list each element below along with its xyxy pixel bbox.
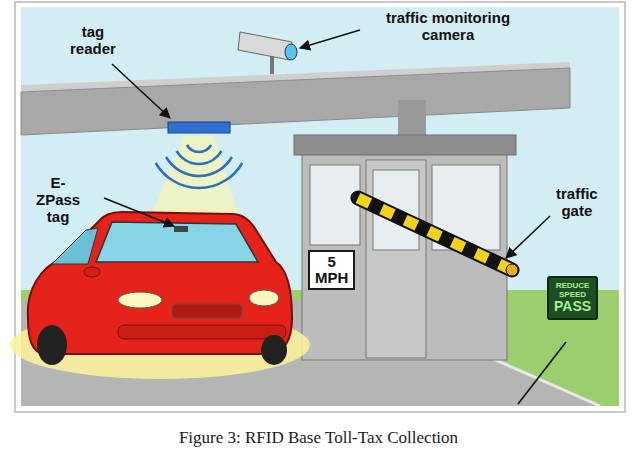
speed-limit-sign: 5 MPH [308, 250, 355, 290]
camera-body [238, 32, 292, 60]
pass-sign: REDUCE SPEEDPASS [547, 276, 598, 320]
headlight [249, 290, 279, 306]
figure-caption: Figure 3: RFID Base Toll-Tax Collection [0, 428, 637, 448]
tag-reader-device [168, 122, 230, 133]
sign-post-line [518, 342, 566, 404]
sky [21, 7, 619, 406]
wheel [37, 325, 67, 365]
bumper [118, 325, 286, 339]
gate-arm [358, 198, 512, 270]
mirror [84, 267, 100, 277]
leader-line [506, 216, 550, 258]
part-label: tag reader [70, 24, 116, 58]
booth-door [366, 160, 426, 358]
radio-wave [156, 163, 243, 188]
figure-frame [15, 2, 625, 412]
part-label: traffic gate [556, 186, 598, 220]
grille [172, 304, 242, 318]
car-body [28, 212, 292, 354]
sign-text: 5 MPH [315, 254, 348, 286]
camera-lens [285, 44, 297, 60]
e-zpass-device [174, 226, 188, 232]
part-label: E-ZPass tag [36, 175, 80, 225]
sign-text: PASS [554, 299, 591, 314]
sign-text: REDUCE SPEED [554, 281, 591, 299]
gate-stripes [358, 198, 512, 270]
gate-tip [506, 264, 518, 276]
gantry-column [398, 100, 426, 138]
radio-wave [187, 145, 211, 152]
part-label: traffic monitoring camera [368, 10, 528, 44]
booth-window [310, 165, 360, 245]
headlight [118, 292, 162, 308]
windshield [96, 222, 258, 262]
camera-mount [270, 56, 274, 74]
leader-line [300, 30, 360, 48]
wheel [261, 335, 287, 365]
leader-line [112, 64, 170, 118]
gantry-beam [21, 68, 570, 135]
radio-wave [166, 157, 232, 176]
side-window [52, 228, 98, 264]
booth-roof [294, 135, 516, 155]
radio-wave [177, 151, 222, 164]
leader-line [104, 198, 174, 226]
